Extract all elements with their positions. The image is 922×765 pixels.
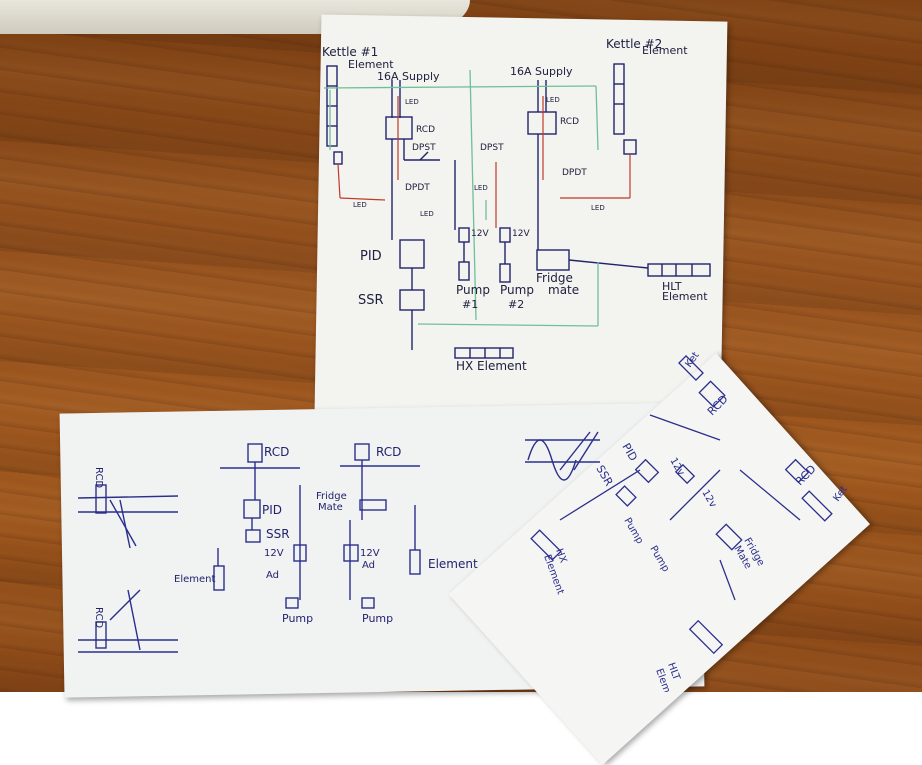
hx-element-label: HX Element	[456, 359, 527, 373]
pump1-label: Pump	[456, 283, 490, 297]
tilted-12v-b-label: 12v	[699, 488, 718, 510]
dpdt2-label: DPDT	[562, 168, 587, 178]
ssr-label: SSR	[358, 293, 384, 308]
tilted-sheet-ink	[530, 355, 833, 655]
main-sheet-red	[337, 96, 631, 228]
bottom-rcd-a-label: RCD	[264, 445, 289, 459]
tilted-hx-label: HX	[553, 547, 568, 564]
hlt-element-label: Element	[662, 290, 708, 303]
bottom-pid-label: PID	[262, 503, 282, 517]
bottom-adj-b2-label: Ad	[362, 560, 375, 571]
tilted-rcd-right-label: RCD	[793, 462, 819, 488]
bottom-rcd-b-label: RCD	[376, 445, 401, 459]
kettle1-label: Kettle #1	[322, 45, 378, 59]
kettle1-sub-label: Element	[348, 58, 394, 71]
led-label-3: LED	[353, 201, 367, 209]
led-label-6: LED	[591, 204, 605, 212]
main-sheet-green	[323, 69, 599, 327]
v12b-label: 12V	[512, 229, 530, 239]
hlt-label: HLT	[662, 280, 682, 293]
bottom-mate-label: Mate	[318, 502, 343, 513]
main-sheet-ink	[326, 63, 711, 359]
pump2-label: Pump	[500, 283, 534, 297]
fridge-label: Fridge	[536, 271, 573, 285]
bottom-adj-a-label: 12V	[264, 548, 284, 559]
tilted-sheet-text: Ket RCD PID SSR 12v 12v Pump Pump HX Ele…	[541, 350, 850, 692]
bottom-rcd-left-label: RCD	[93, 467, 104, 488]
tilted-12v-label: 12v	[667, 456, 686, 478]
tilted-pid-label: PID	[619, 441, 639, 463]
supply2-label: 16A Supply	[510, 65, 573, 78]
tilted-pump-b-label: Pump	[647, 544, 671, 574]
tilted-rcd-top-label: RCD	[705, 392, 731, 418]
bottom-adj-a2-label: Ad	[266, 570, 279, 581]
pid-label: PID	[360, 249, 382, 264]
led-label-4: LED	[420, 210, 434, 218]
bottom-fridge-label: Fridge	[316, 491, 347, 502]
supply1-label: 16A Supply	[377, 70, 440, 83]
tilted-ket-top-label: Ket	[683, 350, 701, 370]
bottom-adj-b-label: 12V	[360, 548, 380, 559]
tilted-ket-right-label: Ket	[831, 484, 849, 504]
bottom-element-a-label: Element	[174, 574, 215, 585]
kettle2-label: Kettle #2	[606, 37, 662, 51]
dpst2-label: DPST	[480, 143, 504, 153]
bottom-element-b-label: Element	[428, 557, 478, 571]
v12a-label: 12V	[471, 229, 489, 239]
bottom-rcd-left2-label: RCD	[93, 607, 104, 628]
bottom-sheet-ink	[77, 431, 600, 653]
rcd1-label: RCD	[416, 125, 435, 135]
tilted-pump-a-label: Pump	[621, 516, 645, 546]
pump2-number: #2	[508, 298, 524, 311]
bottom-pump-b-label: Pump	[362, 612, 393, 625]
led-label-1: LED	[405, 98, 419, 106]
kettle2-sub-label: Element	[642, 44, 688, 57]
tilted-ssr-label: SSR	[593, 463, 615, 489]
led-label-5: LED	[474, 184, 488, 192]
dpst1-label: DPST	[412, 143, 436, 153]
bottom-ssr-label: SSR	[266, 527, 290, 541]
schematic-drawings: Kettle #1 Element 16A Supply 16A Supply …	[77, 37, 850, 692]
fridge-mate-label: mate	[548, 283, 579, 297]
bottom-pump-a-label: Pump	[282, 612, 313, 625]
pump1-number: #1	[462, 298, 478, 311]
dpdt1-label: DPDT	[405, 183, 430, 193]
led-label-2: LED	[546, 96, 560, 104]
rcd2-label: RCD	[560, 117, 579, 127]
